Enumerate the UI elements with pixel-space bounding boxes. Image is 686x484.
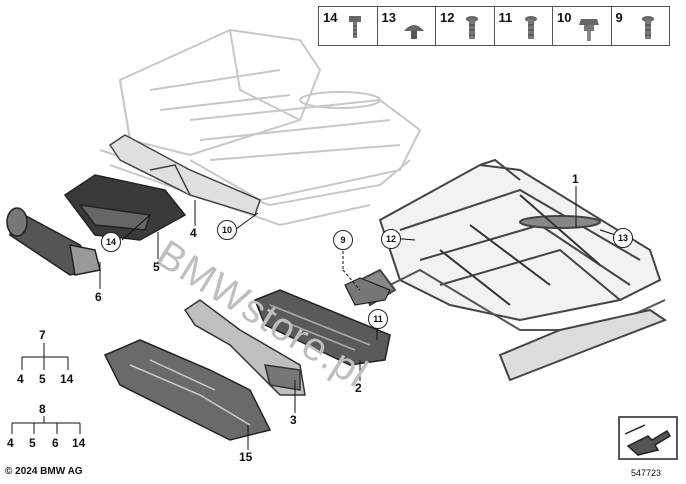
hardware-number: 9 (615, 10, 623, 25)
small-bracket-part (344, 277, 391, 306)
plastic-clip-icon (403, 25, 424, 39)
part-label-2[interactable]: 2 (355, 381, 362, 395)
tree7-child[interactable]: 4 (17, 372, 24, 386)
part-label-3[interactable]: 3 (290, 413, 297, 427)
hardware-number: 11 (498, 10, 513, 25)
hardware-number: 10 (557, 10, 572, 25)
torx-screw-icon (466, 16, 478, 39)
base-tray-part (103, 339, 272, 441)
hardware-cell-12[interactable]: 12 (436, 7, 495, 45)
hardware-cell-9[interactable]: 9 (612, 7, 670, 45)
hardware-cell-14[interactable]: 14 (319, 7, 378, 45)
callout-12[interactable]: 12 (381, 229, 401, 249)
side-bracket-part (108, 134, 261, 216)
support-strip-part (183, 299, 306, 396)
tree8-child[interactable]: 14 (72, 436, 86, 450)
tree8-child[interactable]: 4 (7, 436, 14, 450)
tree8-child[interactable]: 6 (52, 436, 59, 450)
diagram-symbol-icon (618, 416, 678, 460)
hardware-cell-10[interactable]: 10 (553, 7, 612, 45)
hardware-cell-13[interactable]: 13 (378, 7, 436, 45)
torx-screw-icon (524, 16, 537, 39)
part-label-1[interactable]: 1 (572, 172, 579, 186)
hardware-number: 13 (381, 10, 396, 25)
tree7-root[interactable]: 7 (39, 328, 46, 342)
copyright-text: © 2024 BMW AG (5, 466, 83, 477)
tree7-child[interactable]: 5 (39, 372, 46, 386)
hardware-number: 14 (323, 10, 338, 25)
tree7-child[interactable]: 14 (60, 372, 74, 386)
trim-cover-part (63, 174, 187, 241)
seat-frame-part (358, 158, 668, 382)
part-label-4[interactable]: 4 (190, 226, 197, 240)
cylinder-cover-part (6, 207, 101, 276)
tree8-lines (11, 416, 81, 434)
tree8-child[interactable]: 5 (29, 436, 36, 450)
callout-14[interactable]: 14 (101, 232, 121, 252)
diagram-id: 547723 (631, 468, 662, 478)
hardware-number: 12 (440, 10, 455, 25)
tree7-lines (21, 343, 69, 370)
hex-bolt-icon (349, 16, 361, 38)
callout-9[interactable]: 9 (333, 230, 353, 250)
callout-11[interactable]: 11 (368, 309, 388, 329)
torx-screw-icon (641, 16, 654, 39)
seat-pan-panel-part (254, 289, 391, 366)
callout-10[interactable]: 10 (217, 220, 237, 240)
part-label-5[interactable]: 5 (153, 260, 160, 274)
tree8-root[interactable]: 8 (39, 402, 46, 416)
hardware-strip: 14 13 12 11 (318, 6, 670, 46)
part-label-6[interactable]: 6 (95, 290, 102, 304)
leader-lines (99, 186, 623, 450)
callout-13[interactable]: 13 (613, 228, 633, 248)
part-label-15[interactable]: 15 (239, 450, 253, 464)
collar-nut-icon (579, 19, 599, 41)
hardware-cell-11[interactable]: 11 (495, 7, 553, 45)
